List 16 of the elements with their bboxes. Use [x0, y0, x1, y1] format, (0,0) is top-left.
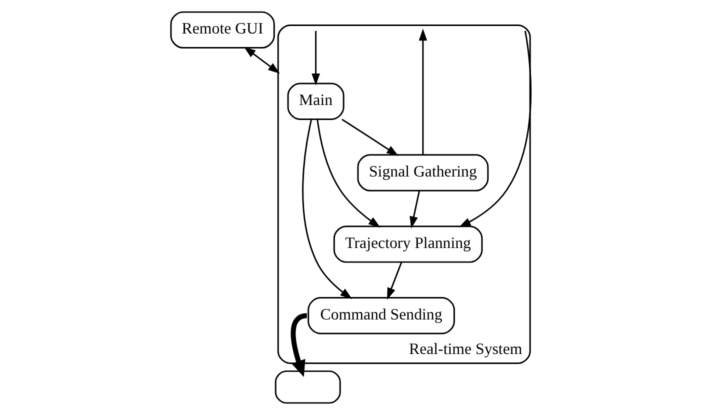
arrow: [387, 262, 402, 300]
node-box: [274, 370, 341, 404]
arrow: [342, 118, 399, 156]
node-box: Remote GUI: [170, 11, 275, 49]
arrow: [418, 28, 428, 155]
arrow: [312, 30, 320, 86]
arrow: [290, 313, 308, 377]
node-box: Main: [287, 82, 344, 120]
node-box: Command Sending: [308, 297, 455, 334]
node-box: Trajectory Planning: [333, 226, 483, 263]
arrow: [244, 46, 280, 74]
arrow: [302, 119, 352, 300]
arrow: [410, 190, 420, 228]
arrow: [316, 119, 380, 228]
arrow: [458, 30, 532, 228]
node-box: Signal Gathering: [357, 154, 489, 192]
